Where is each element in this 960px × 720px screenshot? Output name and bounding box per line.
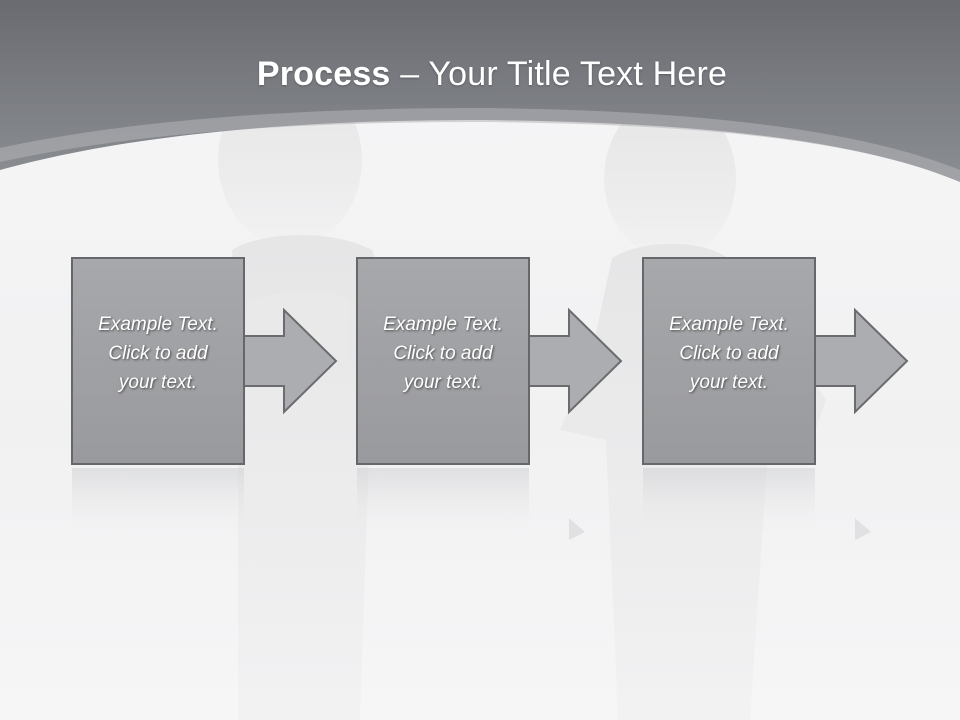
step-1-line-1: Example Text. — [98, 314, 218, 335]
slide-title[interactable]: Process – Your Title Text Here — [0, 52, 960, 96]
step-2-line-3: your text. — [403, 372, 483, 393]
step-2-text[interactable]: Example Text. Click to add your text. — [357, 310, 529, 397]
step-1-shape[interactable] — [71, 257, 338, 465]
step-3-shape[interactable] — [642, 257, 909, 465]
step-1-text[interactable]: Example Text. Click to add your text. — [72, 310, 244, 397]
step-1-line-2: Click to add — [108, 343, 208, 364]
step-2-shape[interactable] — [356, 257, 623, 465]
title-text: Your Title Text Here — [428, 55, 728, 93]
step-3-text[interactable]: Example Text. Click to add your text. — [643, 310, 815, 397]
steps-reflection — [72, 468, 871, 540]
header-band — [0, 0, 960, 182]
title-dash: – — [390, 55, 429, 93]
step-3-line-2: Click to add — [679, 343, 779, 364]
step-2-line-1: Example Text. — [383, 314, 503, 335]
step-3-line-1: Example Text. — [669, 314, 789, 335]
step-3-line-3: your text. — [689, 372, 769, 393]
step-2-line-2: Click to add — [393, 343, 493, 364]
step-1-line-3: your text. — [118, 372, 198, 393]
title-bold: Process — [256, 55, 391, 93]
